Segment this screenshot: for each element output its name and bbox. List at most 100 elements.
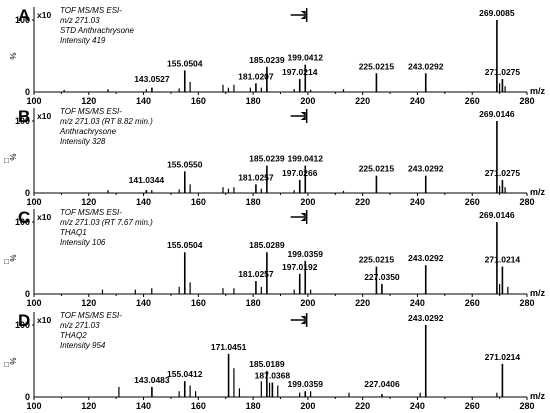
panel-b-ytick-100: 100 (15, 116, 30, 126)
panel-a-xtick-180: 180 (246, 96, 261, 106)
panel-b-peak-label-9: 271.0275 (485, 168, 521, 178)
panel-a-peak-label-3: 185.0239 (249, 55, 285, 65)
panel-c-header-line-2: THAQ1 (60, 228, 87, 237)
panel-b-peak-label-1: 155.0550 (167, 159, 203, 169)
panel-d-y-label: % (9, 357, 18, 364)
panel-b-xtick-200: 200 (300, 197, 315, 207)
panel-c-peak-label-4: 199.0359 (288, 249, 324, 259)
panel-b-peak-label-6: 225.0215 (359, 164, 395, 174)
panel-d-peak-label-5: 199.0359 (288, 379, 324, 389)
panel-c-xtick-200: 200 (300, 298, 315, 308)
panel-a-xtick-160: 160 (191, 96, 206, 106)
panel-b-letter: B (18, 107, 30, 126)
panel-b-xtick-160: 160 (191, 197, 206, 207)
panel-a-x-label: m/z (530, 86, 546, 96)
panel-b-peak-label-2: 181.0257 (238, 172, 274, 182)
panel-c-xtick-260: 260 (465, 298, 480, 308)
panel-d-peak-label-8: 271.0214 (485, 352, 521, 362)
panel-d-xtick-180: 180 (246, 401, 261, 411)
panel-c-peak-label-8: 269.0146 (479, 210, 515, 220)
panel-a-xtick-120: 120 (81, 96, 96, 106)
panel-c-side-marker: □ (4, 257, 9, 266)
panel-d-xtick-200: 200 (300, 401, 315, 411)
panel-c-peak-label-6: 227.0350 (364, 272, 400, 282)
panel-c-xtick-180: 180 (246, 298, 261, 308)
panel-a-xtick-240: 240 (410, 96, 425, 106)
panel-d-header-line-1: m/z 271.03 (60, 321, 100, 330)
panel-b-header-line-3: Intensity 328 (60, 137, 106, 146)
panel-a-peak-label-0: 143.0527 (134, 74, 170, 84)
panel-c-header-line-1: m/z 271.03 (RT 7.67 min.) (60, 218, 153, 227)
panel-c-peak-label-3: 197.0192 (282, 262, 318, 272)
panel-b-side-marker: □ (4, 156, 9, 165)
panel-c-peak-label-2: 185.0289 (249, 240, 285, 250)
panel-d-peak-label-6: 227.0406 (364, 379, 400, 389)
panel-d-letter: D (18, 311, 30, 330)
panel-a-ytick-100: 100 (15, 15, 30, 25)
panel-c-xtick-140: 140 (136, 298, 151, 308)
panel-c-ytick-100: 100 (15, 217, 30, 227)
panel-a-peak-label-2: 181.0207 (238, 71, 274, 81)
panel-b-xtick-240: 240 (410, 197, 425, 207)
panel-d-xtick-120: 120 (81, 401, 96, 411)
panel-a-header-line-2: STD Anthrachrysone (60, 26, 135, 35)
panel-c-peak-label-1: 181.0257 (238, 269, 274, 279)
panel-b-header-line-1: m/z 271.03 (RT 8.82 min.) (60, 117, 153, 126)
panel-a-y-label: % (9, 52, 18, 59)
panel-c-header-line-3: Intensity 106 (60, 238, 106, 247)
panel-c-multiplier: x10 (37, 212, 51, 222)
panel-d-multiplier: x10 (37, 315, 51, 325)
panel-a-xtick-200: 200 (300, 96, 315, 106)
panel-d-peak-label-3: 185.0189 (249, 359, 285, 369)
panel-c-letter: C (18, 208, 30, 227)
panel-d-xtick-260: 260 (465, 401, 480, 411)
panel-b-header-line-0: TOF MS/MS ESI- (60, 107, 122, 116)
panel-b-header-line-2: Anthrachrysone (59, 127, 117, 136)
panel-c-header-line-0: TOF MS/MS ESI- (60, 208, 122, 217)
panel-c-y-label: % (9, 254, 18, 261)
panel-b-y-label: % (9, 153, 18, 160)
panel-b-xtick-260: 260 (465, 197, 480, 207)
panel-a-xtick-140: 140 (136, 96, 151, 106)
panel-c-x-label: m/z (530, 288, 546, 298)
panel-d-xtick-280: 280 (519, 401, 534, 411)
panel-c-ytick-0: 0 (25, 289, 30, 299)
panel-a-peak-label-7: 243.0292 (408, 61, 444, 71)
panel-a-xtick-260: 260 (465, 96, 480, 106)
panel-d-marker-arrow-head (300, 316, 306, 324)
panel-a-letter: A (18, 6, 30, 25)
panel-a-peak-label-4: 197.0214 (282, 67, 318, 77)
panel-b-x-label: m/z (530, 187, 546, 197)
panel-d-xtick-220: 220 (355, 401, 370, 411)
panel-d-header-line-3: Intensity 954 (60, 341, 106, 350)
panel-c-xtick-160: 160 (191, 298, 206, 308)
panel-b-xtick-180: 180 (246, 197, 261, 207)
panel-b-xtick-100: 100 (26, 197, 41, 207)
panel-d-xtick-100: 100 (26, 401, 41, 411)
panel-d-peak-label-0: 143.0483 (134, 375, 170, 385)
panel-a-peak-label-6: 225.0215 (359, 61, 395, 71)
panel-d-xtick-140: 140 (136, 401, 151, 411)
panel-d-x-label: m/z (530, 391, 546, 401)
panel-a-xtick-280: 280 (519, 96, 534, 106)
panel-a-header-line-3: Intensity 419 (60, 36, 106, 45)
panel-b-peak-label-0: 141.0344 (129, 175, 165, 185)
panel-b-peak-label-7: 243.0292 (408, 164, 444, 174)
panel-b-peak-label-8: 269.0146 (479, 109, 515, 119)
panel-c-xtick-120: 120 (81, 298, 96, 308)
panel-d-header-line-0: TOF MS/MS ESI- (60, 311, 122, 320)
panel-b-ytick-0: 0 (25, 188, 30, 198)
panel-c-peak-label-0: 155.0504 (167, 240, 203, 250)
panel-a-peak-label-5: 199.0412 (288, 53, 324, 63)
panel-d-peak-label-7: 243.0292 (408, 313, 444, 323)
panel-c-peak-label-5: 225.0215 (359, 255, 395, 265)
panel-b-xtick-220: 220 (355, 197, 370, 207)
panel-a-xtick-220: 220 (355, 96, 370, 106)
panel-d-ytick-100: 100 (15, 320, 30, 330)
panel-d-ytick-0: 0 (25, 392, 30, 402)
panel-b-xtick-120: 120 (81, 197, 96, 207)
panel-b-multiplier: x10 (37, 111, 51, 121)
panel-b-peak-label-4: 197.0266 (282, 168, 318, 178)
panel-d-peak-label-4: 187.0368 (255, 371, 291, 381)
